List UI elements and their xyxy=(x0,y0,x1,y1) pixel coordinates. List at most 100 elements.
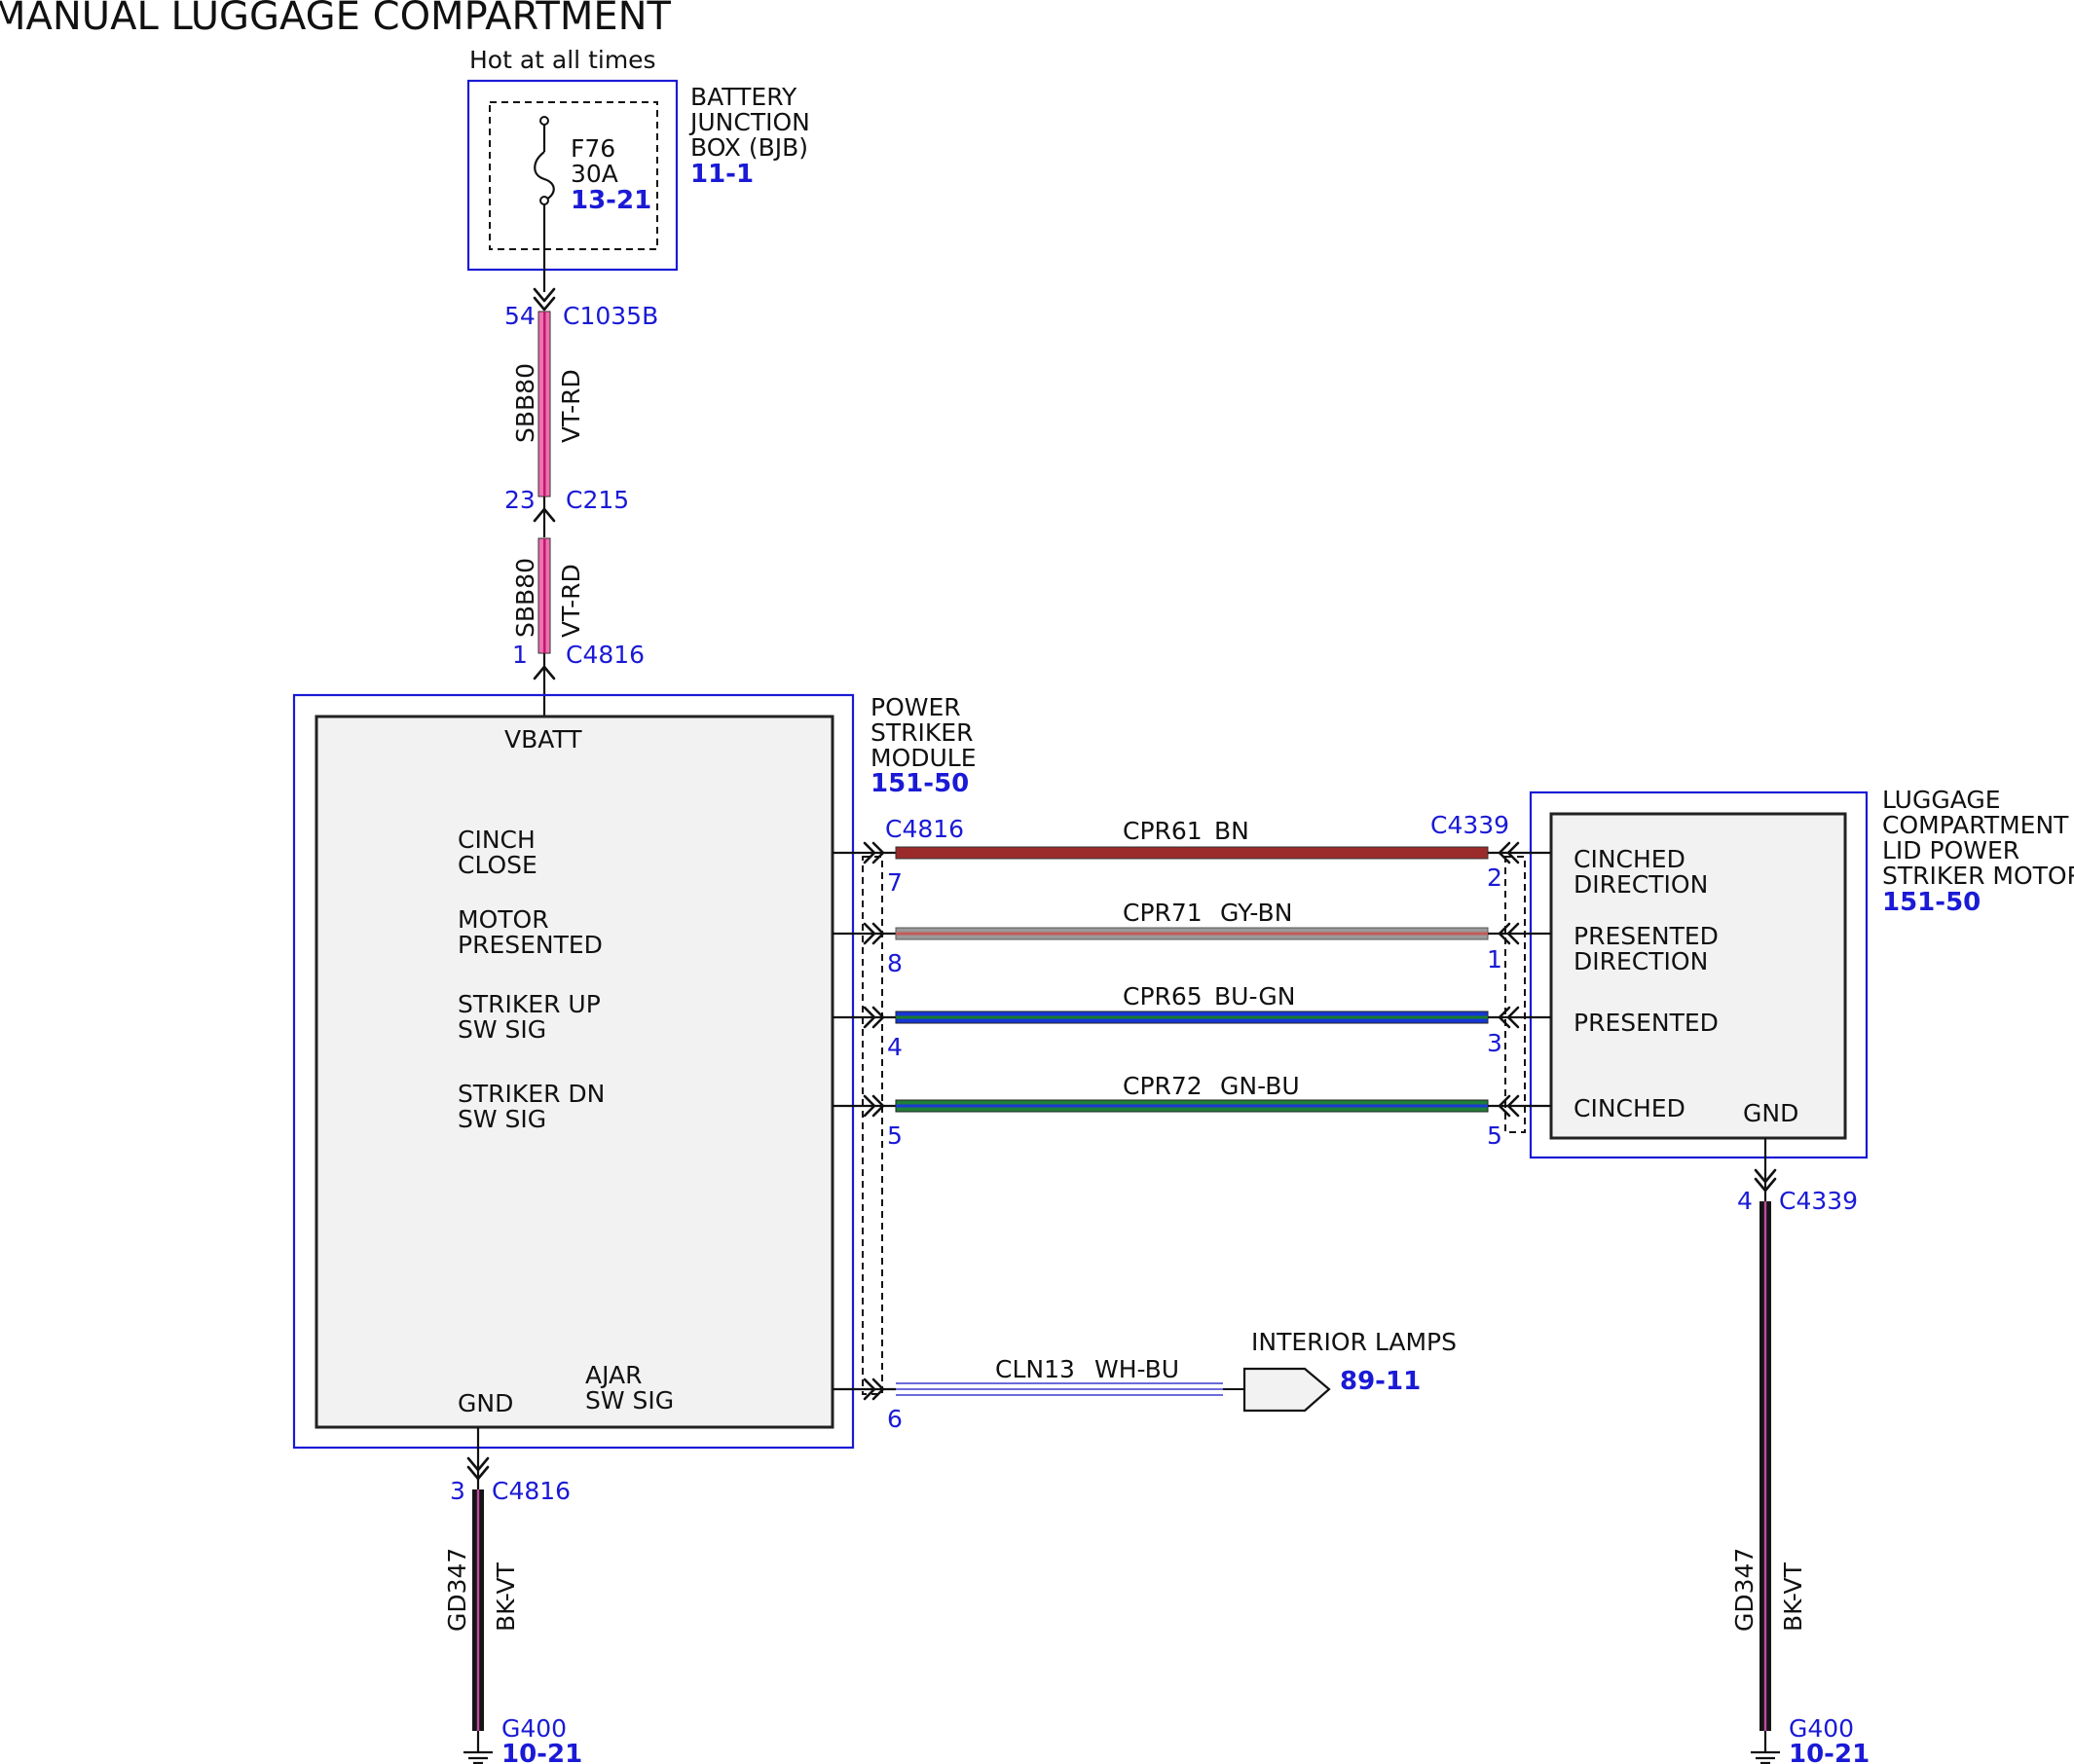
wire-cpr65-left-pin: 4 xyxy=(887,1033,903,1061)
wire-cln13-color: WH-BU xyxy=(1094,1355,1179,1383)
g400-left-ref-link[interactable]: 10-21 xyxy=(501,1740,582,1764)
motor-signal-presented-dir-l2: DIRECTION xyxy=(1574,947,1708,975)
psm-signal-dn-l1: STRIKER DN xyxy=(458,1080,605,1108)
g400-right-ref-link[interactable]: 10-21 xyxy=(1789,1740,1870,1764)
c4816-vbatt-pin: 1 xyxy=(512,641,528,669)
fuse-ref-link[interactable]: 13-21 xyxy=(571,186,651,215)
wire-cpr71[interactable] xyxy=(833,922,1551,945)
wire-cpr65-color: BU-GN xyxy=(1214,982,1295,1011)
interior-lamps-ref-link[interactable]: 89-11 xyxy=(1340,1367,1421,1396)
wire-cln13-circuit: CLN13 xyxy=(995,1355,1075,1383)
gd347-right-circuit: GD347 xyxy=(1730,1548,1759,1632)
c215-label: C215 xyxy=(566,486,629,514)
psm-signal-cinch-l1: CINCH xyxy=(458,826,536,854)
wire-cpr72-right-pin: 5 xyxy=(1487,1121,1502,1150)
motor-signal-cinched: CINCHED xyxy=(1574,1094,1685,1122)
wire-upper-circuit: SBB80 xyxy=(511,363,539,443)
power-striker-module[interactable] xyxy=(292,693,855,1450)
motor-signal-presented: PRESENTED xyxy=(1574,1009,1719,1037)
wire-cpr61-left-pin: 7 xyxy=(887,868,903,897)
bjb-name-line-3: BOX (BJB) xyxy=(690,133,808,162)
psm-pin-gnd: GND xyxy=(458,1389,513,1417)
c1035b-connector-symbol xyxy=(533,287,556,303)
psm-signal-motor-l2: PRESENTED xyxy=(458,931,603,959)
psm-signal-up-l1: STRIKER UP xyxy=(458,990,601,1018)
wire-cpr71-color: GY-BN xyxy=(1220,899,1292,927)
wire-cpr65-circuit: CPR65 xyxy=(1123,982,1203,1011)
wire-cpr72[interactable] xyxy=(833,1094,1551,1118)
bjb-ref-link[interactable]: 11-1 xyxy=(690,160,754,189)
motor-pin-gnd: GND xyxy=(1743,1099,1798,1127)
wire-gd347-right[interactable] xyxy=(1759,1201,1771,1731)
motor-name-line-3: LID POWER xyxy=(1882,836,2019,864)
psm-signal-cinch-l2: CLOSE xyxy=(458,851,537,879)
luggage-striker-motor[interactable] xyxy=(1529,790,1869,1159)
psm-name-line-3: MODULE xyxy=(870,744,977,772)
wire-cpr72-color: GN-BU xyxy=(1220,1072,1300,1100)
bjb-frame xyxy=(466,79,679,272)
fuse-rating: 30A xyxy=(571,160,618,188)
wire-cpr65-right-pin: 3 xyxy=(1487,1029,1502,1057)
wire-lower-circuit: SBB80 xyxy=(511,558,539,638)
wire-gd347-left[interactable] xyxy=(472,1489,484,1731)
c4816-gnd-pin: 3 xyxy=(450,1477,465,1505)
g400-left-label: G400 xyxy=(501,1714,567,1743)
wire-cpr61-right-pin: 2 xyxy=(1487,864,1502,892)
g400-right-label: G400 xyxy=(1789,1714,1854,1743)
motor-signal-cinched-dir-l1: CINCHED xyxy=(1574,845,1685,873)
c215-pin: 23 xyxy=(504,486,536,514)
battery-junction-box[interactable] xyxy=(466,79,679,272)
ground-left-icon xyxy=(463,1731,493,1764)
psm-ref-link[interactable]: 151-50 xyxy=(870,769,969,798)
fuse-id: F76 xyxy=(571,134,615,163)
c4816-connector-shell xyxy=(862,856,883,1395)
psm-signal-up-l2: SW SIG xyxy=(458,1015,546,1044)
wire-cpr71-left-pin: 8 xyxy=(887,949,903,977)
psm-frame xyxy=(292,693,855,1450)
gd347-right-color: BK-VT xyxy=(1779,1562,1807,1632)
bjb-name-line-1: BATTERY xyxy=(690,83,797,111)
c1035b-label: C1035B xyxy=(563,302,658,330)
motor-frame xyxy=(1529,790,1869,1159)
interior-lamps-arrow[interactable] xyxy=(1242,1367,1331,1413)
psm-signal-motor-l1: MOTOR xyxy=(458,905,549,934)
wire-cpr65[interactable] xyxy=(833,1006,1551,1029)
diagram-title: MANUAL LUGGAGE COMPARTMENT xyxy=(0,0,672,39)
psm-name-line-1: POWER xyxy=(870,693,961,721)
c4816-signal-label: C4816 xyxy=(885,815,964,843)
c4339-gnd-label: C4339 xyxy=(1779,1187,1858,1215)
hot-at-all-times-note: Hot at all times xyxy=(469,46,656,74)
bjb-inner-dashed xyxy=(489,101,658,250)
motor-name-line-2: COMPARTMENT xyxy=(1882,811,2069,839)
psm-name-line-2: STRIKER xyxy=(870,718,973,747)
wire-sbb80-upper[interactable] xyxy=(537,311,551,497)
motor-ref-link[interactable]: 151-50 xyxy=(1882,888,1981,917)
c4339-gnd-pin: 4 xyxy=(1737,1187,1753,1215)
wire-upper-color: VT-RD xyxy=(557,369,585,443)
bjb-name-line-2: JUNCTION xyxy=(688,108,810,136)
psm-body xyxy=(315,715,834,1429)
motor-signal-cinched-dir-l2: DIRECTION xyxy=(1574,870,1708,899)
psm-pin-vbatt: VBATT xyxy=(504,725,582,753)
wire-cpr72-left-pin: 5 xyxy=(887,1121,903,1150)
psm-signal-ajar-l2: SW SIG xyxy=(585,1386,674,1415)
gd347-left-color: BK-VT xyxy=(492,1562,520,1632)
wire-cln13[interactable] xyxy=(833,1378,1244,1401)
wire-cpr61[interactable] xyxy=(833,841,1551,864)
gd347-left-circuit: GD347 xyxy=(443,1548,471,1632)
wire-cpr71-right-pin: 1 xyxy=(1487,945,1502,974)
c4816-gnd-label: C4816 xyxy=(492,1477,571,1505)
c4339-gnd-connector-symbol xyxy=(1754,1168,1777,1193)
motor-name-line-4: STRIKER MOTOR xyxy=(1882,862,2074,890)
c4339-signal-label: C4339 xyxy=(1430,811,1509,839)
wire-sbb80-lower[interactable] xyxy=(537,537,551,654)
motor-name-line-1: LUGGAGE xyxy=(1882,786,2001,814)
c4339-connector-shell xyxy=(1504,856,1526,1133)
c4816-gnd-connector-symbol xyxy=(466,1456,490,1481)
c1035b-connector-symbol-2 xyxy=(533,296,556,312)
motor-body xyxy=(1549,812,1847,1140)
wire-cpr61-circuit: CPR61 xyxy=(1123,817,1203,845)
wire-cpr61-color: BN xyxy=(1214,817,1249,845)
wire-cln13-pin: 6 xyxy=(887,1405,903,1433)
